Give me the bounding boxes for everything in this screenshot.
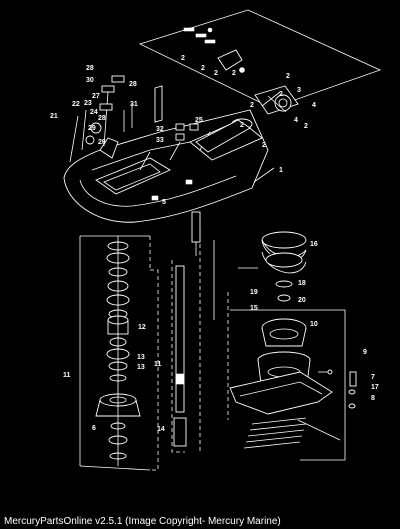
callout-label: 13 bbox=[137, 354, 145, 361]
callout-label: 2 bbox=[181, 55, 185, 62]
callout-labels: 1 2 2 2 2 2 2 2 2 2 2 3 4 4 5 6 7 8 9 10… bbox=[50, 55, 379, 433]
copyright-footer: MercuryPartsOnline v2.5.1 (Image Copyrig… bbox=[4, 516, 281, 527]
callout-label: 16 bbox=[310, 241, 318, 248]
side-fasteners bbox=[318, 369, 357, 409]
callout-label: 9 bbox=[363, 349, 367, 356]
callout-label: 11 bbox=[63, 372, 71, 379]
callout-label: 12 bbox=[138, 324, 146, 331]
callout-label: 29 bbox=[88, 125, 96, 132]
callout-label: 32 bbox=[156, 126, 164, 133]
callout-label: 3 bbox=[297, 87, 301, 94]
callout-label: 20 bbox=[298, 297, 306, 304]
callout-label: 10 bbox=[310, 321, 318, 328]
callout-label: 24 bbox=[90, 109, 98, 116]
callout-label: 21 bbox=[50, 113, 58, 120]
callout-label: 27 bbox=[92, 93, 100, 100]
callout-label: 4 bbox=[294, 117, 298, 124]
callout-label: 25 bbox=[195, 117, 203, 124]
callout-label: 17 bbox=[371, 384, 379, 391]
callout-label: 19 bbox=[250, 289, 258, 296]
callout-label: 7 bbox=[371, 374, 375, 381]
callout-label: 15 bbox=[250, 305, 258, 312]
callout-label: 22 bbox=[72, 101, 80, 108]
callout-label: 28 bbox=[86, 65, 94, 72]
assembly-outlines bbox=[79, 230, 346, 471]
bearing-stack bbox=[95, 236, 141, 466]
callout-label: 2 bbox=[262, 142, 266, 149]
callout-label: 14 bbox=[157, 426, 165, 433]
callout-label: 5 bbox=[162, 199, 166, 206]
callout-label: 2 bbox=[240, 122, 244, 129]
callout-label: 28 bbox=[98, 115, 106, 122]
callout-label: 2 bbox=[250, 102, 254, 109]
callout-label: 6 bbox=[92, 425, 96, 432]
callout-label: 18 bbox=[298, 280, 306, 287]
callout-label: 26 bbox=[98, 139, 106, 146]
callout-label: 23 bbox=[84, 100, 92, 107]
callout-label: 2 bbox=[214, 70, 218, 77]
callout-label: 13 bbox=[137, 364, 145, 371]
callout-label: 2 bbox=[201, 65, 205, 72]
callout-label: 2 bbox=[304, 123, 308, 130]
ride-plate bbox=[229, 371, 341, 449]
impeller-assembly bbox=[257, 231, 311, 393]
callout-label: 2 bbox=[279, 91, 283, 98]
callout-label: 1 bbox=[279, 167, 283, 174]
callout-label: 28 bbox=[129, 81, 137, 88]
hardware-panel bbox=[138, 9, 382, 115]
drive-shaft bbox=[173, 211, 201, 447]
callout-label: 30 bbox=[86, 77, 94, 84]
callout-label: 8 bbox=[371, 395, 375, 402]
callout-label: 33 bbox=[156, 137, 164, 144]
drive-tube bbox=[195, 119, 251, 153]
callout-label: 11 bbox=[154, 361, 162, 368]
callout-label: 4 bbox=[312, 102, 316, 109]
callout-label: 2 bbox=[286, 73, 290, 80]
callout-label: 2 bbox=[232, 70, 236, 77]
callout-label: 31 bbox=[130, 101, 138, 108]
upper-left-fasteners bbox=[69, 75, 199, 163]
exploded-parts-diagram: 1 2 2 2 2 2 2 2 2 2 2 3 4 4 5 6 7 8 9 10… bbox=[50, 9, 382, 471]
